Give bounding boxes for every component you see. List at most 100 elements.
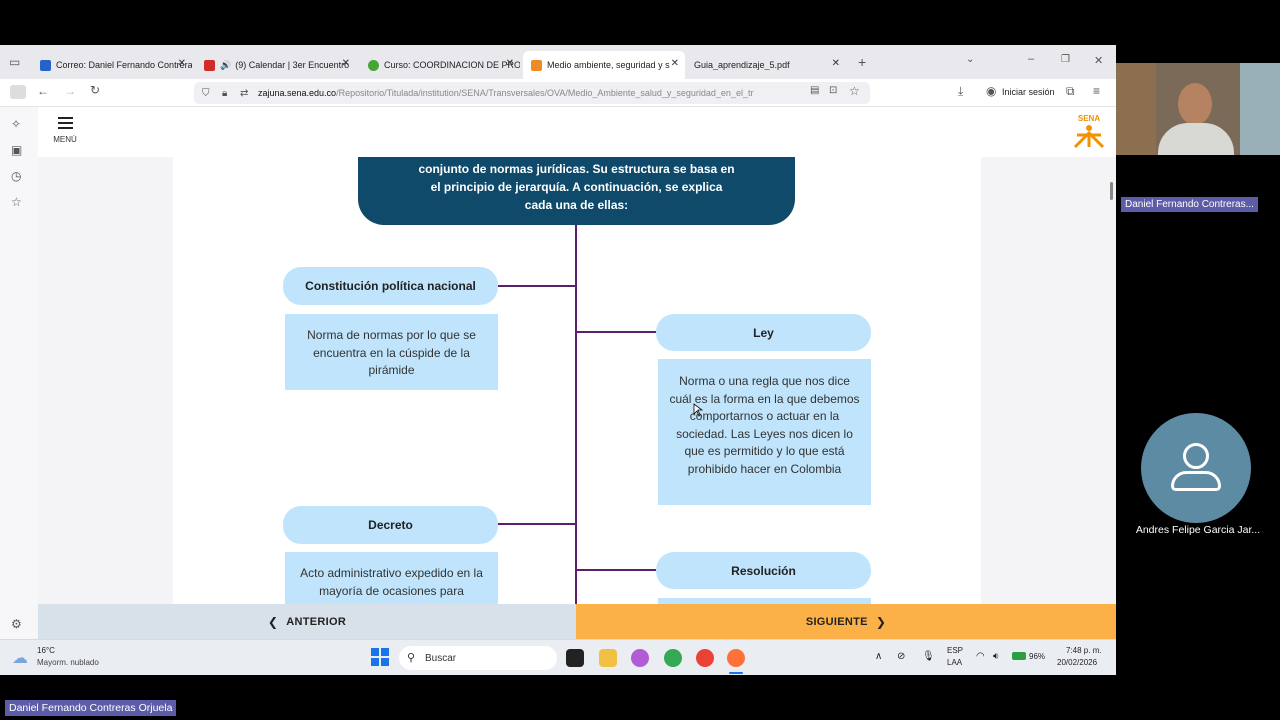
volume-icon[interactable]: 🔉︎ [993, 651, 1000, 662]
tray-overflow-icon[interactable]: ∧ [875, 651, 883, 662]
svg-text:SENA: SENA [1078, 114, 1100, 123]
reader-view-icon[interactable]: ▤ [810, 85, 820, 96]
active-app-indicator [729, 672, 743, 674]
firefox-icon[interactable] [727, 649, 745, 667]
task-view-icon[interactable] [566, 649, 584, 667]
tab-medio-ambiente[interactable]: Medio ambiente, seguridad y s ✕ [523, 51, 685, 79]
browser-sidebar: ✧ ▣ ◷ ☆ ⚙ [0, 107, 38, 647]
youtube-icon [204, 59, 215, 71]
chrome-profile-icon[interactable] [696, 649, 714, 667]
web-page: MENÚ SENA conjunto de normas jurídicas. … [38, 107, 1116, 647]
tab-curso[interactable]: Curso: COORDINACION DE PRO ✕ [360, 51, 520, 79]
pocket-icon[interactable]: ⊡ [829, 85, 838, 96]
hierarchy-trunk-line [575, 225, 577, 605]
weather-icon[interactable]: ☁ [12, 650, 28, 667]
next-label: SIGUIENTE [805, 615, 868, 628]
close-window-icon[interactable]: ✕ [1094, 55, 1104, 67]
participant-name: Andres Felipe Garcia Jar... [1135, 524, 1261, 536]
chrome-icon[interactable] [664, 649, 682, 667]
tab-guia-pdf[interactable]: Guia_aprendizaje_5.pdf ✕ [686, 51, 846, 79]
reload-icon[interactable]: ↻ [90, 83, 101, 97]
url-domain: zajuna.sena.edu.co [258, 88, 337, 98]
microphone-icon[interactable]: 🎙︎ [922, 651, 935, 662]
decreto-title: Decreto [283, 506, 498, 544]
browser-tab-bar: ▭ Correo: Daniel Fernando Contreras ✕ 🔊 … [0, 45, 1116, 79]
windows-start-icon[interactable] [371, 648, 389, 666]
chevron-left-icon: ❮ [267, 614, 279, 629]
banner-line: el principio de jerarquía. A continuació… [430, 180, 723, 194]
keyboard-layout[interactable]: LAA [947, 658, 963, 667]
banner-line: cada una de ellas: [524, 198, 629, 212]
resolucion-title: Resolución [656, 552, 871, 589]
close-tab-icon[interactable]: ✕ [505, 58, 514, 69]
windows-taskbar: ☁ 16°C Mayorm. nublado ⚲ Buscar ∧ ⊘ 🎙︎ E… [0, 639, 1116, 675]
extensions-icon[interactable]: ⧉ [1066, 84, 1075, 98]
copilot-icon[interactable] [631, 649, 649, 667]
app-menu-icon[interactable]: ≡ [1093, 84, 1101, 98]
next-button[interactable]: SIGUIENTE ❯ [576, 604, 1116, 639]
chevron-right-icon: ❯ [875, 614, 887, 629]
new-tab-icon[interactable]: + [858, 54, 867, 70]
sena-logo-icon: SENA [1073, 114, 1105, 149]
tab-list-icon[interactable]: ⌄ [966, 54, 975, 65]
weather-temp[interactable]: 16°C [37, 646, 55, 655]
speaker-shirt [1158, 123, 1234, 155]
course-icon [368, 59, 379, 71]
hamburger-icon [50, 117, 80, 129]
close-tab-icon[interactable]: ✕ [341, 58, 350, 69]
back-icon[interactable]: ← [37, 84, 49, 98]
mouse-cursor-icon [693, 403, 704, 417]
permissions-icon[interactable]: ⇄ [240, 87, 249, 99]
language-indicator[interactable]: ESP [947, 646, 964, 655]
restore-icon[interactable]: ❐ [1061, 54, 1070, 65]
bookmark-star-icon[interactable]: ☆ [849, 84, 860, 98]
weather-description[interactable]: Mayorm. nublado [37, 658, 99, 667]
close-tab-icon[interactable]: ✕ [831, 58, 840, 69]
search-placeholder: Buscar [425, 652, 457, 664]
ai-chat-icon[interactable]: ✧ [11, 117, 22, 131]
no-network-icon[interactable]: ⊘ [897, 651, 906, 662]
banner-line: conjunto de normas jurídicas. Su estruct… [418, 162, 735, 176]
forward-icon[interactable]: → [64, 84, 76, 98]
taskbar-search[interactable]: ⚲ Buscar [399, 646, 557, 670]
tab-title: (9) Calendar | 3er Encuentro [235, 60, 350, 70]
battery-percent[interactable]: 96% [1029, 652, 1046, 661]
menu-button[interactable]: MENÚ [50, 117, 80, 144]
bookmarks-icon[interactable]: ☆ [11, 195, 22, 209]
participant-avatar[interactable] [1141, 413, 1251, 523]
speaker-face [1178, 83, 1212, 125]
account-icon[interactable]: ◉ [986, 84, 997, 98]
signin-button[interactable]: Iniciar sesión [1002, 87, 1055, 97]
tab-correo[interactable]: Correo: Daniel Fernando Contreras ✕ [32, 51, 192, 79]
tracking-shield-icon[interactable]: ⛉ [202, 87, 210, 99]
close-tab-icon[interactable]: ✕ [670, 58, 679, 69]
url-bar[interactable]: ⛉ 🔒︎ ⇄ zajuna.sena.edu.co/Repositorio/Ti… [194, 82, 870, 104]
menu-label: MENÚ [53, 135, 77, 144]
minimize-icon[interactable]: – [1028, 53, 1035, 65]
sidebar-toggle-icon[interactable] [10, 85, 26, 99]
battery-icon[interactable] [1012, 652, 1026, 660]
lock-icon[interactable]: 🔒︎ [222, 87, 228, 99]
file-explorer-icon[interactable] [599, 649, 617, 667]
video-background [1240, 63, 1280, 155]
tab-overview-icon[interactable]: ▭ [9, 55, 21, 69]
close-tab-icon[interactable]: ✕ [177, 58, 186, 69]
ley-title: Ley [656, 314, 871, 351]
page-scrollbar[interactable] [1110, 182, 1113, 200]
connector-line [576, 331, 656, 333]
wifi-icon[interactable]: ◠ [976, 651, 985, 662]
previous-button[interactable]: ❮ ANTERIOR [38, 604, 576, 639]
outlook-icon [40, 59, 51, 71]
ley-description: Norma o una regla que nos dice cuál es l… [658, 359, 871, 505]
connector-line [576, 569, 656, 571]
downloads-icon[interactable]: ⤓ [958, 84, 964, 98]
sidebar-settings-icon[interactable]: ⚙ [11, 617, 22, 631]
clock-date[interactable]: 20/02/2026 [1057, 658, 1098, 667]
history-icon[interactable]: ◷ [11, 169, 22, 183]
clock-time[interactable]: 7:48 p. m. [1066, 646, 1102, 655]
speaker-video-tile[interactable] [1116, 63, 1280, 155]
tab-title: Medio ambiente, seguridad y s [547, 60, 670, 70]
tab-calendar[interactable]: 🔊 (9) Calendar | 3er Encuentro ✕ [196, 51, 356, 79]
tab-title: Curso: COORDINACION DE PRO [384, 60, 520, 70]
synced-tabs-icon[interactable]: ▣ [11, 143, 23, 157]
